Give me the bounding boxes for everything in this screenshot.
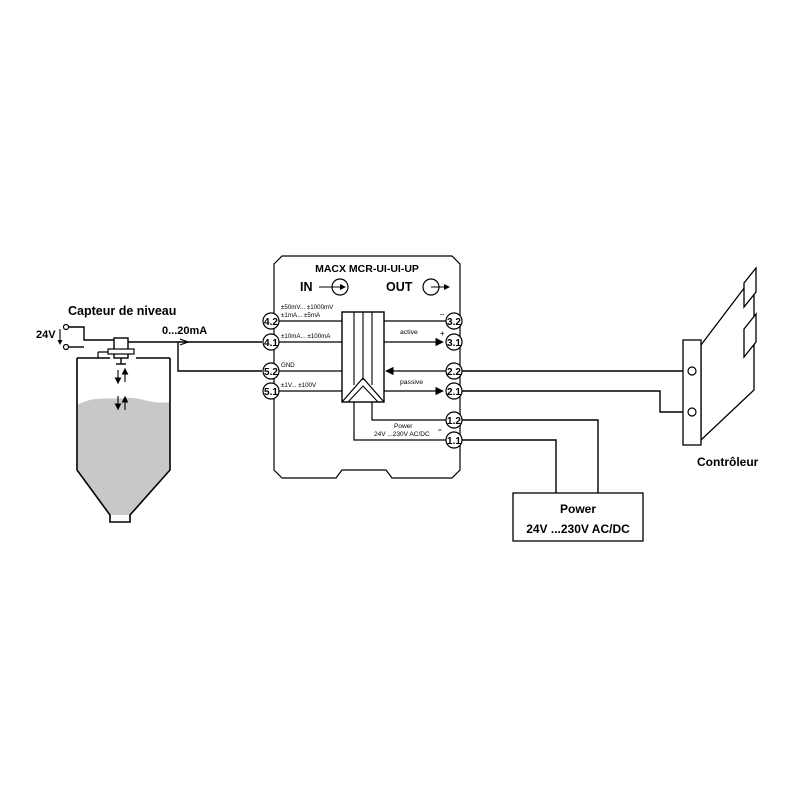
terminal-label-2-2: 2.2 [447,367,461,378]
terminal-label-1-2: 1.2 [447,416,461,427]
terminal-label-3-2: 3.2 [447,317,461,328]
terminal-label-2-1: 2.1 [447,387,461,398]
output-terminals [445,312,463,449]
sensor-signal-label: 0...20mA [162,325,207,337]
input-range-ma-small: ±1mA... ±5mA [281,312,321,319]
input-terminals [262,312,280,400]
input-range-v: ±1V... ±100V [281,382,317,389]
device-title: MACX MCR-UI-UI-UP [315,263,419,275]
output-symbol-icon [422,278,450,296]
terminal-label-5-2: 5.2 [264,367,278,378]
supply-terminals [62,323,70,351]
output-active: active [400,329,418,336]
output-power-range: 24V ...230V AC/DC [374,431,430,438]
sensor-supply-label: 24V [36,329,56,341]
terminal-label-4-1: 4.1 [264,338,278,349]
power-supply-range: 24V ...230V AC/DC [526,522,630,536]
input-range-ma-large: ±10mA... ±100mA [281,333,331,340]
input-symbol-icon [319,278,349,296]
controller-label: Contrôleur [697,455,759,469]
echo-arrows-icon [114,367,129,411]
input-range-mv: ±50mV... ±1000mV [281,304,334,311]
controller-card [682,266,757,446]
return-wire-5-2 [177,342,262,372]
external-wiring [462,370,690,493]
terminal-label-1-1: 1.1 [447,436,461,447]
output-tilde: ≈ [438,427,442,434]
device-in-label: IN [300,280,313,294]
sensor-head [113,337,129,359]
power-supply-title: Power [560,502,596,516]
level-sensor-tank [76,337,171,523]
power-supply-box [512,492,644,542]
output-plus: + [440,329,445,338]
device-out-label: OUT [386,280,413,294]
output-minus: – [440,310,445,319]
output-passive: passive [400,379,423,386]
tank-liquid [77,397,170,515]
controller-terminals [687,366,697,417]
terminal-label-3-1: 3.1 [447,338,461,349]
sensor-title: Capteur de niveau [68,304,176,318]
input-gnd: GND [281,362,295,369]
isolation-block [341,311,385,403]
terminal-label-5-1: 5.1 [264,387,278,398]
output-power: Power [394,423,413,430]
terminal-label-4-2: 4.2 [264,317,278,328]
terminal-3-1 [445,333,463,351]
tank-outline [76,358,171,523]
